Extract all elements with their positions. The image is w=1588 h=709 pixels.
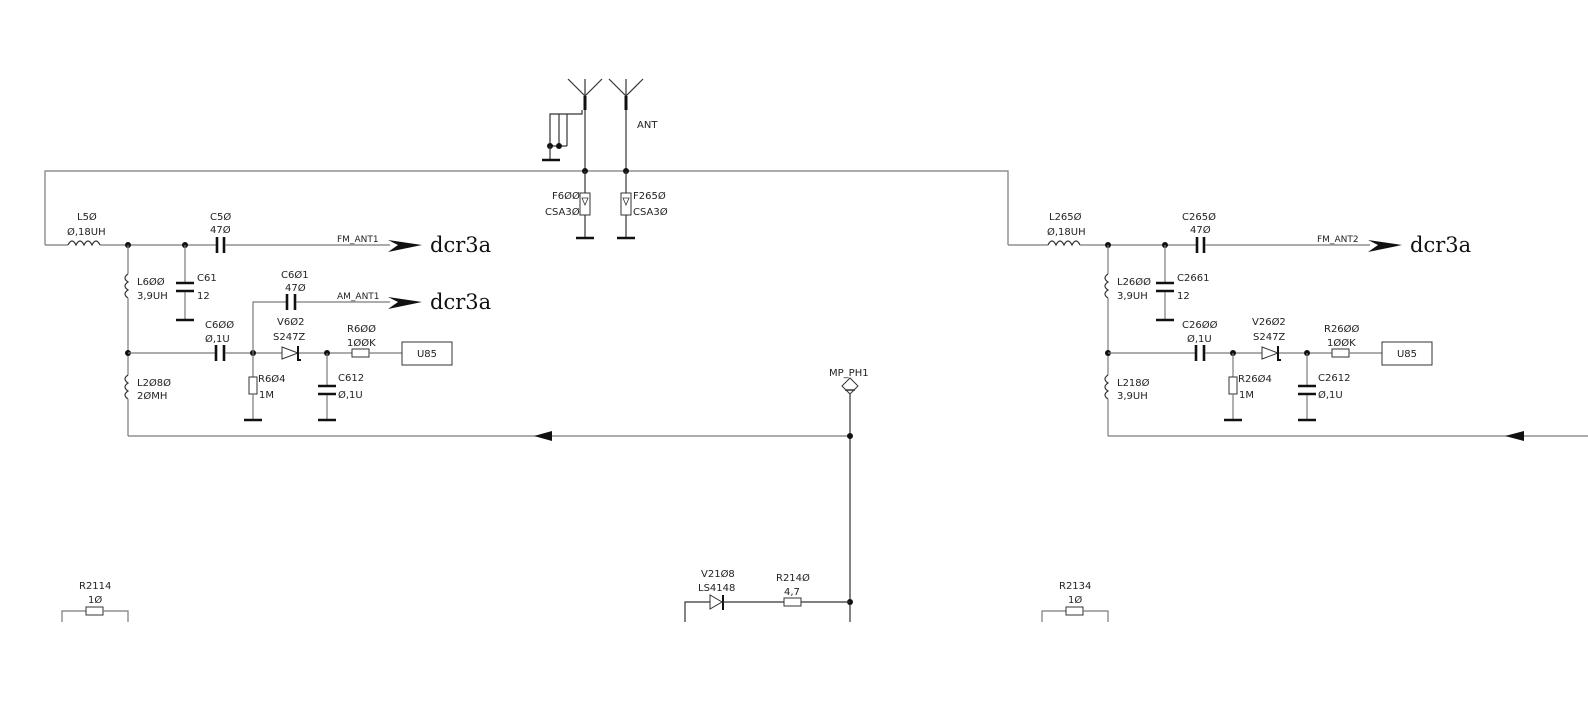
r2140-value: 4,7 (784, 587, 800, 598)
l2650-value: Ø,18UH (1047, 226, 1086, 238)
resistor-r2114: R2114 1Ø (61, 581, 129, 622)
v2108-ref: V21Ø8 (701, 568, 735, 580)
r604-value: 1M (259, 390, 274, 401)
fuse-ref: F6ØØ (552, 190, 580, 202)
r2134-ref: R2134 (1059, 581, 1091, 592)
c2612-value: Ø,1U (1318, 389, 1343, 401)
c2600-ref: C26ØØ (1182, 319, 1218, 331)
off-page-arrow-icon (388, 297, 422, 309)
off-page-arrow-icon (388, 240, 422, 252)
flow-arrow-icon (534, 431, 552, 441)
c612-ref: C612 (338, 373, 364, 384)
v2602-value: S247Z (1253, 332, 1285, 343)
c601-value: 47Ø (285, 282, 306, 294)
r2114-ref: R2114 (79, 581, 111, 592)
l2180-value: 3,9UH (1117, 391, 1148, 402)
c600-value: Ø,1U (205, 333, 230, 345)
r2604-value: 1M (1239, 390, 1254, 401)
v602-value: S247Z (273, 332, 305, 343)
test-point-mp-ph1: MP_PH1 (829, 368, 869, 622)
left-channel: L5Ø Ø,18UH C5Ø 47Ø FM_ANT1 dcr3a C61 12 … (45, 211, 850, 441)
c61-ref: C61 (197, 273, 217, 284)
fuse-f2650: F265Ø CSA3Ø (617, 171, 668, 240)
r2600-value: 1ØØK (1327, 337, 1356, 349)
test-point-label: MP_PH1 (829, 368, 869, 379)
am-destination: dcr3a (430, 290, 491, 314)
c2650-ref: C265Ø (1182, 211, 1216, 223)
c50-ref: C5Ø (210, 211, 231, 223)
fm-ant2-net: FM_ANT2 (1317, 235, 1359, 245)
fuse-ref: F265Ø (633, 190, 666, 202)
c2650-value: 47Ø (1190, 224, 1211, 236)
antenna-2-icon (608, 78, 644, 171)
r2134-value: 1Ø (1068, 594, 1082, 606)
fm-destination: dcr3a (430, 233, 491, 257)
l2600-value: 3,9UH (1117, 291, 1148, 302)
l600-ref: L6ØØ (137, 276, 165, 288)
v2108-value: LS4148 (698, 583, 735, 594)
r2600-ref: R26ØØ (1324, 323, 1360, 335)
u85-label: U85 (417, 349, 437, 360)
antenna-label: ANT (637, 120, 658, 131)
r2140-ref: R214Ø (776, 572, 810, 584)
v602-ref: V6Ø2 (277, 316, 304, 328)
right-channel: L265Ø Ø,18UH C265Ø 47Ø FM_ANT2 dcr3a C26… (1008, 211, 1588, 441)
l600-value: 3,9UH (137, 291, 168, 302)
c2612-ref: C2612 (1318, 373, 1350, 384)
fuse-value: CSA3Ø (545, 206, 580, 218)
r600-value: 1ØØK (347, 337, 376, 349)
c612-value: Ø,1U (338, 389, 363, 401)
off-page-arrow-icon (1368, 240, 1402, 252)
c61-value: 12 (197, 291, 210, 302)
antenna-1-icon (542, 78, 603, 171)
c2661-ref: C2661 (1177, 273, 1209, 284)
r604-ref: R6Ø4 (258, 373, 286, 385)
r2604-ref: R26Ø4 (1238, 373, 1272, 385)
l2080-value: 2ØMH (137, 390, 167, 402)
am-ant1-net: AM_ANT1 (337, 292, 380, 302)
l50-value: Ø,18UH (67, 226, 106, 238)
fm2-destination: dcr3a (1410, 233, 1471, 257)
c601-ref: C6Ø1 (281, 269, 309, 281)
l50-ref: L5Ø (77, 211, 97, 223)
u85-box (1381, 341, 1433, 366)
c50-value: 47Ø (210, 224, 231, 236)
bottom-diode-resistor: V21Ø8 LS4148 R214Ø 4,7 (684, 568, 850, 622)
r600-ref: R6ØØ (347, 323, 376, 335)
fuse-value: CSA3Ø (633, 206, 668, 218)
l2600-ref: L26ØØ (1117, 276, 1151, 288)
flow-arrow-icon (1505, 431, 1524, 441)
r2114-value: 1Ø (88, 594, 102, 606)
c600-ref: C6ØØ (205, 319, 234, 331)
c2600-value: Ø,1U (1187, 333, 1212, 345)
resistor-r2134: R2134 1Ø (1041, 581, 1109, 622)
l2080-ref: L2Ø8Ø (137, 377, 171, 389)
u85-box (401, 341, 453, 366)
l2180-ref: L218Ø (1117, 377, 1150, 389)
v2602-ref: V26Ø2 (1252, 316, 1286, 328)
fuse-f600: F6ØØ CSA3Ø (545, 171, 594, 240)
l2650-ref: L265Ø (1049, 211, 1082, 223)
u85-label: U85 (1397, 349, 1417, 360)
fm-ant1-net: FM_ANT1 (337, 235, 379, 245)
c2661-value: 12 (1177, 291, 1190, 302)
